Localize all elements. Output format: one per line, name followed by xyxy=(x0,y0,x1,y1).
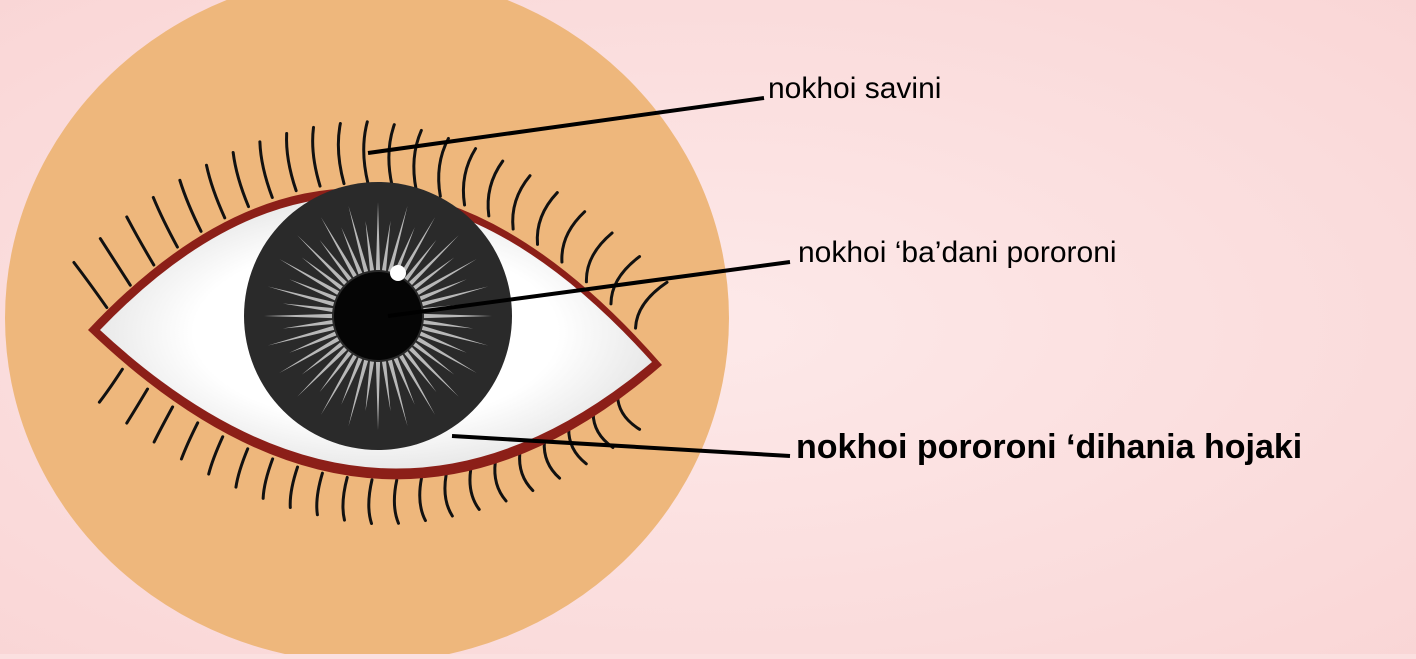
label-iris: nokhoi ‘ba’dani pororoni xyxy=(798,236,1117,270)
label-sclera: nokhoi pororoni ‘dihania hojaki xyxy=(796,428,1302,467)
eye-highlight xyxy=(390,265,406,281)
label-eyelash: nokhoi savini xyxy=(768,72,941,106)
pupil xyxy=(334,272,422,360)
